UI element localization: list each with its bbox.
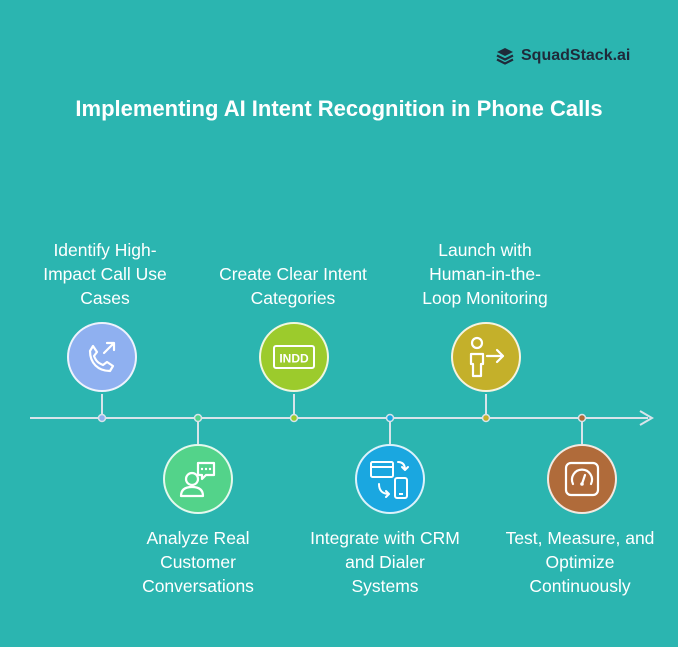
step-node-launch [451, 322, 521, 392]
step-node-integrate [355, 444, 425, 514]
step-node-test [547, 444, 617, 514]
step-node-create: INDD [259, 322, 329, 392]
person-arrow-icon [469, 336, 505, 378]
brand-name: SquadStack.ai [521, 47, 631, 64]
brand-logo: SquadStack.ai [495, 46, 630, 66]
step-node-analyze [163, 444, 233, 514]
step-label-integrate: Integrate with CRM and Dialer Systems [310, 528, 460, 596]
stack-layers-icon [496, 48, 514, 65]
step-label-launch: Launch with Human-in-the-Loop Monitoring [422, 240, 548, 308]
user-chat-icon [179, 461, 216, 498]
timeline-arrow-icon [639, 410, 654, 426]
indd-file-icon: INDD [273, 345, 315, 369]
step-label-create: Create Clear Intent Categories [219, 264, 367, 308]
svg-text:INDD: INDD [279, 352, 309, 366]
page-title: Implementing AI Intent Recognition in Ph… [75, 96, 603, 121]
phone-arrow-icon [88, 341, 116, 373]
step-label-analyze: Analyze Real Customer Conversations [142, 528, 254, 596]
step-node-identify [67, 322, 137, 392]
step-label-test: Test, Measure, and Optimize Continuously [505, 528, 655, 596]
gauge-icon [564, 461, 600, 497]
step-label-identify: Identify High-Impact Call Use Cases [43, 240, 167, 308]
sync-devices-icon [370, 461, 409, 499]
